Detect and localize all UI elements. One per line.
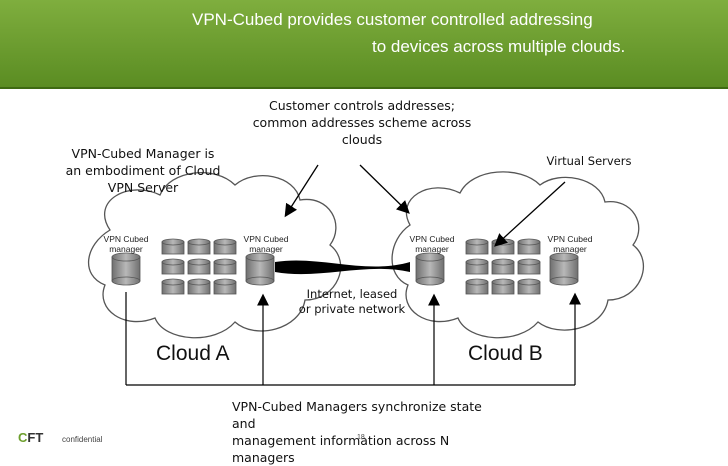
internet-link <box>275 260 410 275</box>
logo-c: C <box>18 430 28 445</box>
cloud-a-manager-left-l1: VPN Cubed <box>103 234 149 244</box>
logo-ft: FT <box>27 430 44 445</box>
internet-l2: or private network <box>298 302 406 316</box>
cloud-a-shape <box>88 172 342 339</box>
internet-note: Internet, leased or private network <box>290 287 414 317</box>
customer-controls-l2: common addresses scheme across <box>252 115 472 130</box>
cft-logo: CFT <box>18 430 43 445</box>
cloud-b-manager-right-l2: manager <box>553 244 587 254</box>
cloud-b-manager-left-l1: VPN Cubed <box>409 234 455 244</box>
cloud-b-manager-left-l2: manager <box>415 244 449 254</box>
manager-embodiment-l3: VPN Server <box>107 180 179 195</box>
cloud-b-label: Cloud B <box>468 342 543 365</box>
cloud-b-manager-right-label: VPN Cubed manager <box>540 234 600 254</box>
header-divider <box>0 87 728 89</box>
cloud-a-manager-right-l1: VPN Cubed <box>243 234 289 244</box>
confidential-label: confidential <box>62 435 103 444</box>
internet-l1: Internet, leased <box>306 287 398 301</box>
customer-controls-l1: Customer controls addresses; <box>268 98 456 113</box>
manager-embodiment-note: VPN-Cubed Manager is an embodiment of Cl… <box>58 145 228 196</box>
manager-embodiment-l1: VPN-Cubed Manager is <box>71 146 215 161</box>
cloud-a-manager-left-l2: manager <box>109 244 143 254</box>
cloud-b-manager-left-label: VPN Cubed manager <box>402 234 462 254</box>
page-number: 18 <box>357 434 365 441</box>
cloud-a-manager-right-l2: manager <box>249 244 283 254</box>
network-diagram <box>88 164 644 386</box>
sync-note: VPN-Cubed Managers synchronize state and… <box>232 398 496 466</box>
server-cylinders-cloud-b <box>415 238 579 295</box>
arrow-to-virtual-servers <box>494 181 566 247</box>
slide-title-line2: to devices across multiple clouds. <box>372 37 626 56</box>
header-bar: VPN-Cubed provides customer controlled a… <box>0 0 728 89</box>
slide-title-line1: VPN-Cubed provides customer controlled a… <box>192 10 593 29</box>
arrow-to-cloud-b-manager <box>359 164 410 214</box>
cloud-a-manager-right-label: VPN Cubed manager <box>236 234 296 254</box>
customer-controls-note: Customer controls addresses; common addr… <box>232 97 492 148</box>
cloud-a-label: Cloud A <box>156 342 230 365</box>
server-cylinders-cloud-a <box>111 238 275 295</box>
virtual-servers-note: Virtual Servers <box>546 154 632 168</box>
cloud-b-manager-right-l1: VPN Cubed <box>547 234 593 244</box>
manager-embodiment-l2: an embodiment of Cloud <box>65 163 221 178</box>
sync-l1: VPN-Cubed Managers synchronize state and <box>232 399 482 431</box>
arrow-to-cloud-a-manager <box>284 164 319 218</box>
customer-controls-l3: clouds <box>341 132 383 147</box>
cloud-a-manager-left-label: VPN Cubed manager <box>96 234 156 254</box>
sync-bracket <box>125 292 581 386</box>
